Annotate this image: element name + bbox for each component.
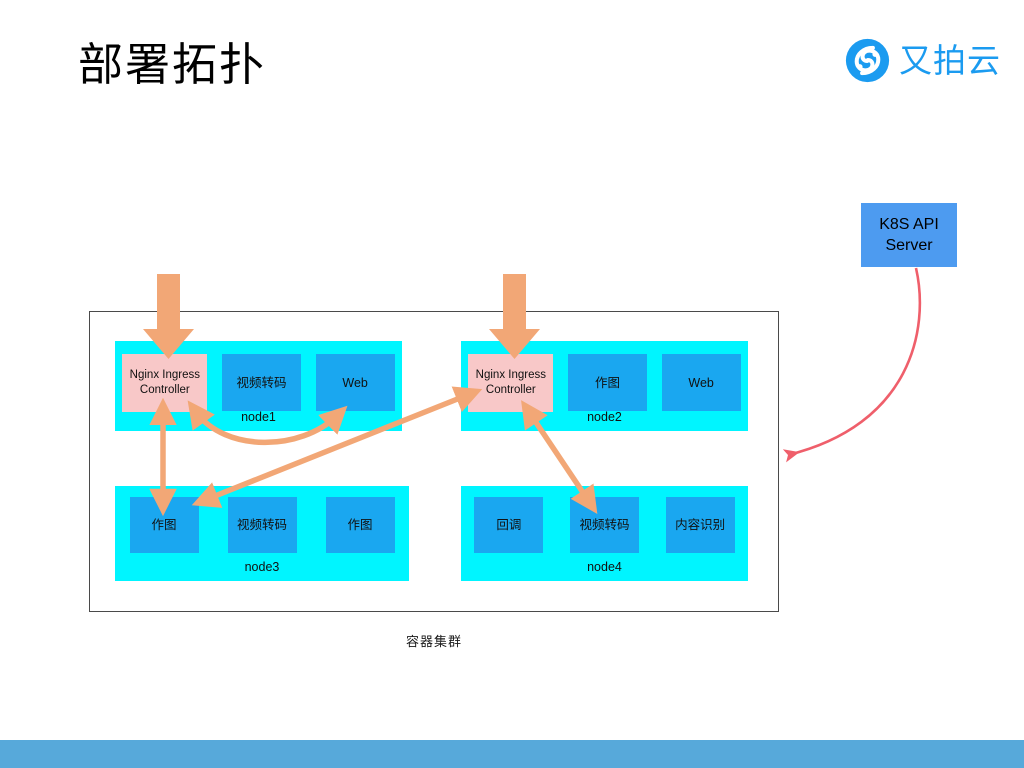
node2-service-nginx-ingress-controller: Nginx Ingress Controller [468, 354, 554, 412]
node-node4: 回调 视频转码 内容识别 node4 [461, 486, 748, 581]
node1-service-nginx-ingress-controller: Nginx Ingress Controller [122, 354, 208, 412]
k8s-api-server-label-line2: Server [885, 237, 933, 254]
service-label-line2: Controller [139, 384, 190, 396]
node3-label: node3 [244, 560, 280, 574]
node1-label: node1 [241, 410, 276, 424]
service-label-line1: Nginx Ingress [475, 369, 546, 381]
node4-service-video-transcode: 视频转码 [569, 497, 639, 553]
node-node1: Nginx Ingress Controller 视频转码 Web node1 [115, 341, 402, 431]
brand-logo: 又拍云 [845, 38, 1001, 83]
node2-label: node2 [587, 410, 622, 424]
node2-service-image-compose: 作图 [567, 354, 647, 411]
node1-service-web: Web [315, 354, 395, 411]
node3-service-image-compose-1: 作图 [129, 497, 199, 553]
container-cluster-caption: 容器集群 [405, 634, 462, 649]
k8s-api-server-box: K8S API Server [861, 203, 957, 267]
service-label-line2: Controller [485, 384, 536, 396]
node2-service-web: Web [661, 354, 741, 411]
arrow-k8s-api-to-cluster [782, 267, 922, 463]
node4-label: node4 [587, 560, 622, 574]
node4-service-content-recognition: 内容识别 [665, 497, 735, 553]
node1-service-video-transcode: 视频转码 [221, 354, 301, 411]
bottom-accent-bar [0, 740, 1024, 768]
node-node3: 作图 视频转码 作图 node3 [115, 486, 409, 581]
node3-service-video-transcode: 视频转码 [227, 497, 297, 553]
service-label-line1: Nginx Ingress [129, 369, 200, 381]
container-cluster-frame [89, 311, 779, 612]
page-title: 部署拓扑 [78, 39, 267, 90]
k8s-api-server-label-line1: K8S API [879, 216, 939, 233]
node4-service-callback: 回调 [474, 497, 544, 553]
upyun-swirl-icon [845, 38, 890, 83]
brand-name: 又拍云 [899, 42, 1001, 79]
node3-service-image-compose-2: 作图 [325, 497, 395, 553]
node-node2: Nginx Ingress Controller 作图 Web node2 [461, 341, 748, 431]
